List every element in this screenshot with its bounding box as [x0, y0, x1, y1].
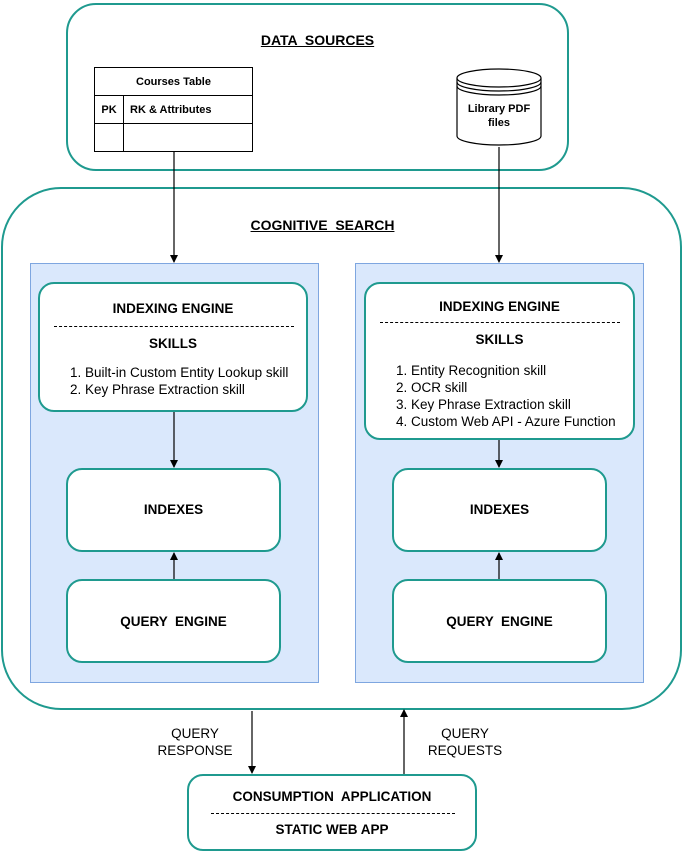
courses-table-header: Courses Table — [95, 68, 252, 96]
consumption-subtitle: STATIC WEB APP — [275, 822, 389, 837]
right-skills-list: 1. Entity Recognition skill 2. OCR skill… — [396, 362, 616, 430]
left-indexes-box: INDEXES — [66, 468, 281, 552]
cognitive-search-title: COGNITIVE SEARCH — [250, 217, 395, 233]
library-label-line1: Library PDF — [467, 103, 531, 115]
courses-table-attrs-cell: RK & Attributes — [124, 96, 252, 124]
list-item: 1. Entity Recognition skill — [396, 363, 547, 378]
library-cylinder-icon — [456, 68, 542, 146]
library-label-line2: files — [487, 117, 510, 129]
left-query-engine-box: QUERY ENGINE — [66, 579, 281, 663]
left-indexing-engine-title: INDEXING ENGINE — [112, 301, 234, 316]
right-indexing-divider — [380, 322, 620, 323]
left-indexing-engine-box: INDEXING ENGINE SKILLS 1. Built-in Custo… — [38, 282, 308, 412]
courses-table-pk-cell: PK — [95, 96, 124, 124]
courses-table: Courses Table PK RK & Attributes — [94, 67, 253, 152]
right-indexes-box: INDEXES — [392, 468, 607, 552]
right-query-engine-label: QUERY ENGINE — [446, 614, 553, 629]
list-item: 3. Key Phrase Extraction skill — [396, 397, 571, 412]
courses-table-empty-cell-left — [95, 124, 124, 151]
query-requests-label-line2: REQUESTS — [427, 743, 503, 758]
consumption-divider — [211, 813, 455, 814]
data-sources-title: DATA SOURCES — [260, 32, 375, 48]
right-query-engine-box: QUERY ENGINE — [392, 579, 607, 663]
left-skills-list: 1. Built-in Custom Entity Lookup skill 2… — [70, 364, 288, 398]
list-item: 2. Key Phrase Extraction skill — [70, 382, 245, 397]
query-response-label-line1: QUERY — [171, 726, 219, 741]
query-response-label-line2: RESPONSE — [157, 743, 233, 758]
right-indexing-engine-title: INDEXING ENGINE — [439, 299, 560, 314]
list-item: 4. Custom Web API - Azure Function — [396, 414, 616, 429]
consumption-application-title: CONSUMPTION APPLICATION — [232, 789, 432, 804]
right-indexing-engine-box: INDEXING ENGINE SKILLS 1. Entity Recogni… — [364, 282, 635, 440]
left-indexing-divider — [54, 326, 294, 327]
left-query-engine-label: QUERY ENGINE — [120, 614, 227, 629]
consumption-application-box: CONSUMPTION APPLICATION STATIC WEB APP — [187, 774, 477, 851]
left-skills-title: SKILLS — [148, 336, 197, 351]
left-indexes-label: INDEXES — [143, 502, 204, 517]
list-item: 2. OCR skill — [396, 380, 468, 395]
right-skills-title: SKILLS — [475, 332, 524, 347]
list-item: 1. Built-in Custom Entity Lookup skill — [70, 365, 289, 380]
query-requests-label-line1: QUERY — [441, 726, 489, 741]
right-indexes-label: INDEXES — [469, 502, 530, 517]
